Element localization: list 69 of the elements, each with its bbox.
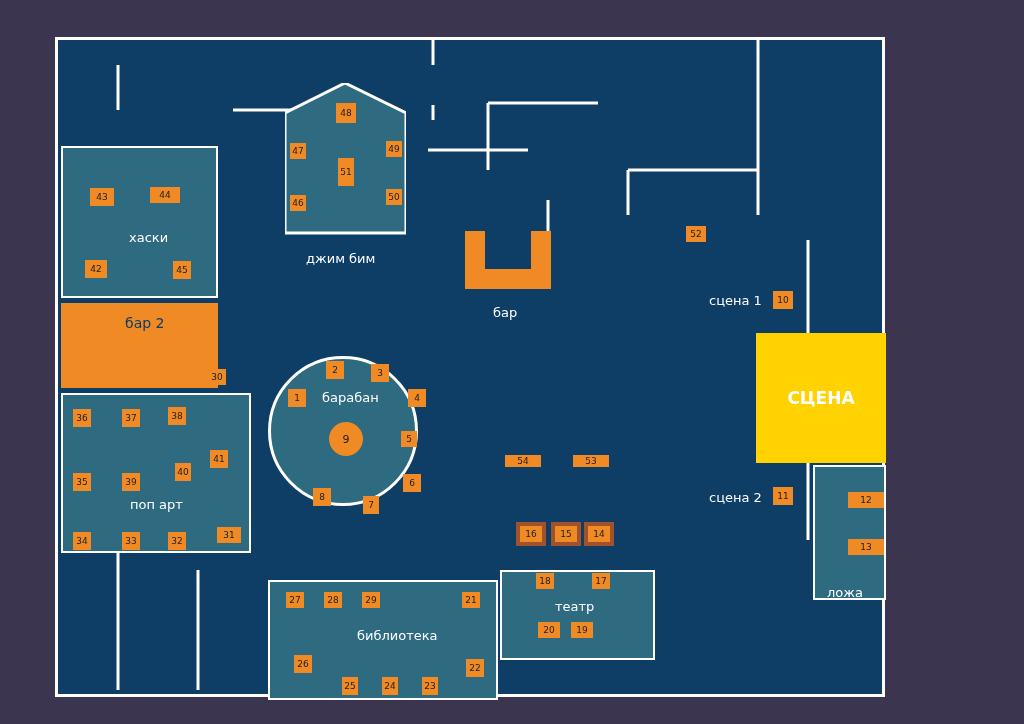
zone-label: библиотека xyxy=(357,628,438,643)
table: 40 xyxy=(175,463,191,481)
table: 42 xyxy=(85,260,107,278)
table: 38 xyxy=(168,407,186,425)
zone-label: сцена 2 xyxy=(709,490,762,505)
zone-label: бар 2 xyxy=(125,315,165,331)
table: 4 xyxy=(408,389,426,407)
table: 45 xyxy=(173,261,191,279)
room-area xyxy=(61,146,218,298)
zone-label: сцена 1 xyxy=(709,293,762,308)
table: 18 xyxy=(536,573,554,589)
table: 31 xyxy=(217,527,241,543)
table: 34 xyxy=(73,532,91,550)
table: 47 xyxy=(290,143,306,159)
table: 8 xyxy=(313,488,331,506)
table: 17 xyxy=(592,573,610,589)
zone-label: хаски xyxy=(129,230,169,245)
zone-label: театр xyxy=(555,599,595,614)
table: 19 xyxy=(571,622,593,638)
table: 48 xyxy=(336,103,356,123)
table: 13 xyxy=(848,539,884,555)
room-area xyxy=(268,580,498,700)
table: 43 xyxy=(90,188,114,206)
table: 52 xyxy=(686,226,706,242)
table: 24 xyxy=(382,677,398,695)
room-area xyxy=(813,465,886,600)
table: 36 xyxy=(73,409,91,427)
zone-label: поп арт xyxy=(130,497,183,512)
table: 39 xyxy=(122,473,140,491)
table: 29 xyxy=(362,592,380,608)
table: 46 xyxy=(290,195,306,211)
table: 6 xyxy=(403,474,421,492)
table: 26 xyxy=(294,655,312,673)
table: 23 xyxy=(422,677,438,695)
table: 25 xyxy=(342,677,358,695)
round-table: 9 xyxy=(329,422,363,456)
table: 12 xyxy=(848,492,884,508)
table: 5 xyxy=(401,431,417,447)
table: 11 xyxy=(773,487,793,505)
table: 21 xyxy=(462,592,480,608)
zone-label: джим бим xyxy=(306,251,376,266)
table: 33 xyxy=(122,532,140,550)
zone-label: бар xyxy=(493,305,518,320)
bar-counter xyxy=(465,231,551,323)
room-area xyxy=(61,393,251,553)
table: 53 xyxy=(573,455,609,467)
table: 2 xyxy=(326,361,344,379)
table: 7 xyxy=(363,496,379,514)
zone-label: ложа xyxy=(827,585,863,600)
table: 32 xyxy=(168,532,186,550)
table: 50 xyxy=(386,189,402,205)
room-area xyxy=(500,570,655,660)
table: 44 xyxy=(150,187,180,203)
table: 49 xyxy=(386,141,402,157)
table: 10 xyxy=(773,291,793,309)
table: 1 xyxy=(288,389,306,407)
zone-label: барабан xyxy=(322,390,379,405)
table: 41 xyxy=(210,450,228,468)
table: 20 xyxy=(538,622,560,638)
stage-area: СЦЕНА xyxy=(756,333,886,463)
table: 28 xyxy=(324,592,342,608)
table: 3 xyxy=(371,364,389,382)
table: 27 xyxy=(286,592,304,608)
table: 54 xyxy=(505,455,541,467)
table: 35 xyxy=(73,473,91,491)
table: 30 xyxy=(208,369,226,385)
table: 22 xyxy=(466,659,484,677)
table: 37 xyxy=(122,409,140,427)
table: 51 xyxy=(338,158,354,186)
